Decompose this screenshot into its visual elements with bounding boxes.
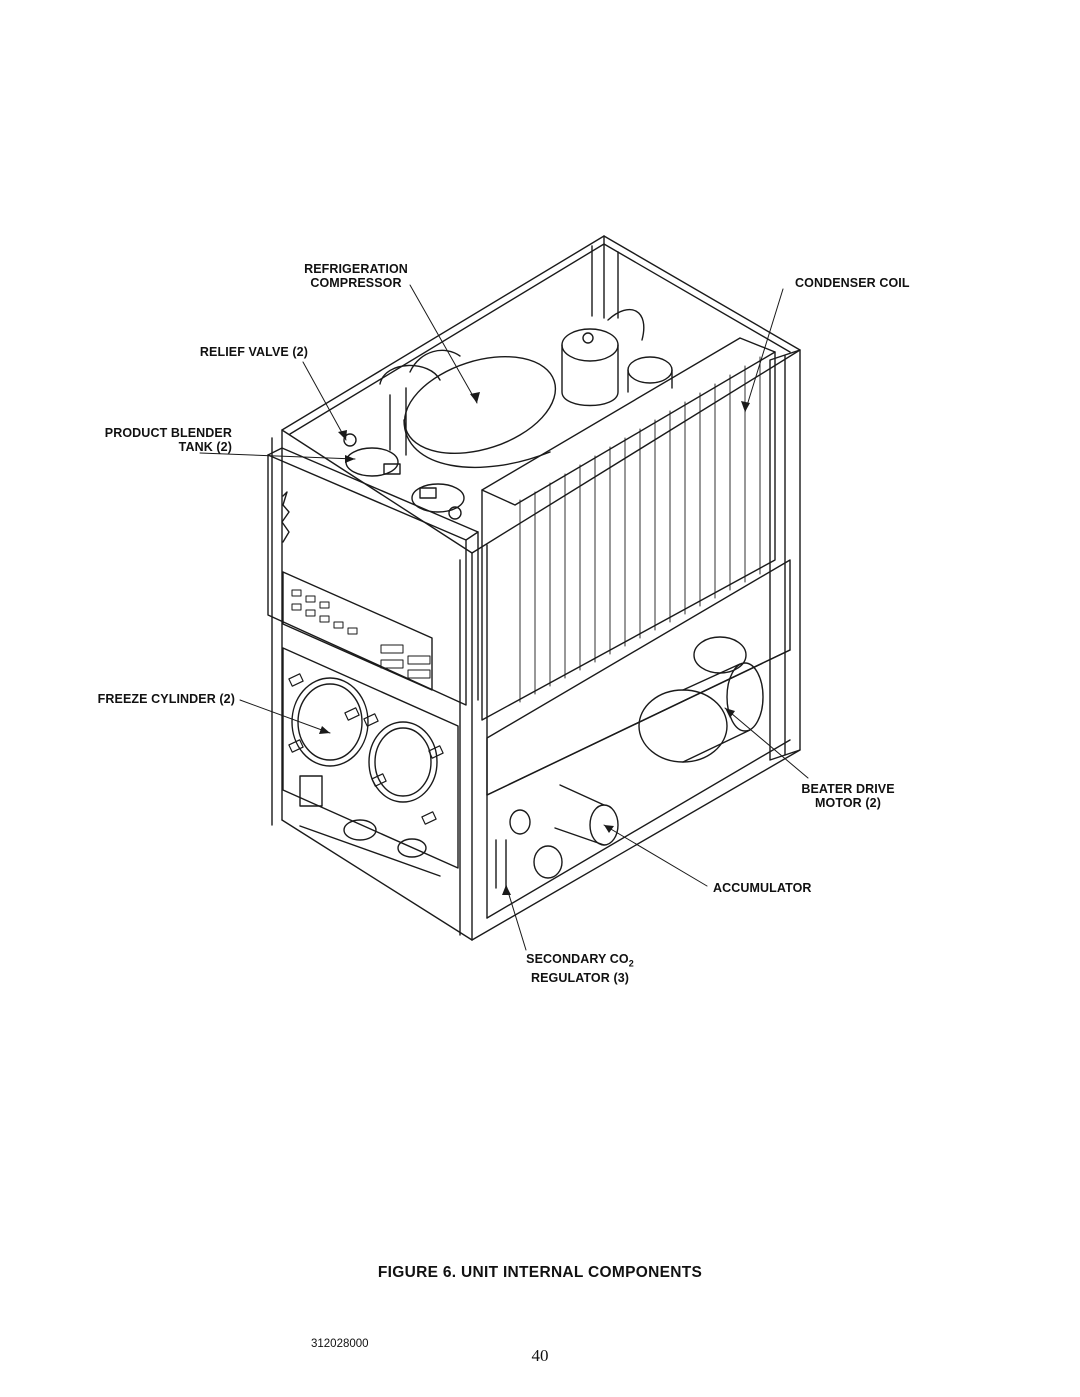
label-refrigeration-line: REFRIGERATION	[304, 262, 408, 276]
label-accumulator: ACCUMULATOR	[713, 881, 812, 895]
label-refrigeration-compressor: REFRIGERATION COMPRESSOR	[286, 262, 426, 290]
label-product-blender-line: PRODUCT BLENDER	[104, 426, 232, 440]
label-motor-line: MOTOR (2)	[815, 796, 881, 810]
cabinet-frame	[271, 235, 801, 941]
lower-left-components	[299, 775, 441, 877]
refrigeration-compressor-shape	[379, 349, 557, 468]
leader-lines	[199, 284, 809, 951]
lower-right-compartment	[486, 559, 791, 889]
figure-caption: FIGURE 6. UNIT INTERNAL COMPONENTS	[377, 1264, 703, 1281]
label-tank-line: TANK (2)	[178, 440, 232, 454]
label-relief-valve: RELIEF VALVE (2)	[199, 345, 308, 359]
label-regulator-line: REGULATOR (3)	[530, 970, 630, 985]
freeze-cylinder-panel	[282, 647, 459, 869]
condenser-coil-shape	[481, 337, 776, 721]
receiver-cylinder-shape	[561, 309, 673, 407]
page-number: 40	[531, 1346, 549, 1365]
leader-arrowheads	[319, 392, 750, 895]
label-secondary-co2-line: SECONDARY CO2	[500, 952, 660, 971]
label-beater-drive-motor: BEATER DRIVE MOTOR (2)	[788, 782, 908, 810]
label-compressor-line: COMPRESSOR	[310, 276, 402, 290]
label-co2-subscript: 2	[628, 958, 634, 969]
label-beater-drive-line: BEATER DRIVE	[801, 782, 895, 796]
document-number: 312028000	[311, 1338, 369, 1350]
label-condenser-coil: CONDENSER COIL	[795, 276, 910, 290]
label-freeze-cylinder: FREEZE CYLINDER (2)	[97, 692, 235, 706]
label-secondary-co-text: SECONDARY CO	[526, 952, 629, 966]
label-secondary-co2-regulator: SECONDARY CO2 REGULATOR (3)	[500, 952, 660, 985]
label-product-blender-tank: PRODUCT BLENDER TANK (2)	[60, 426, 232, 454]
front-control-panel	[267, 447, 479, 706]
blender-tanks	[343, 433, 465, 520]
